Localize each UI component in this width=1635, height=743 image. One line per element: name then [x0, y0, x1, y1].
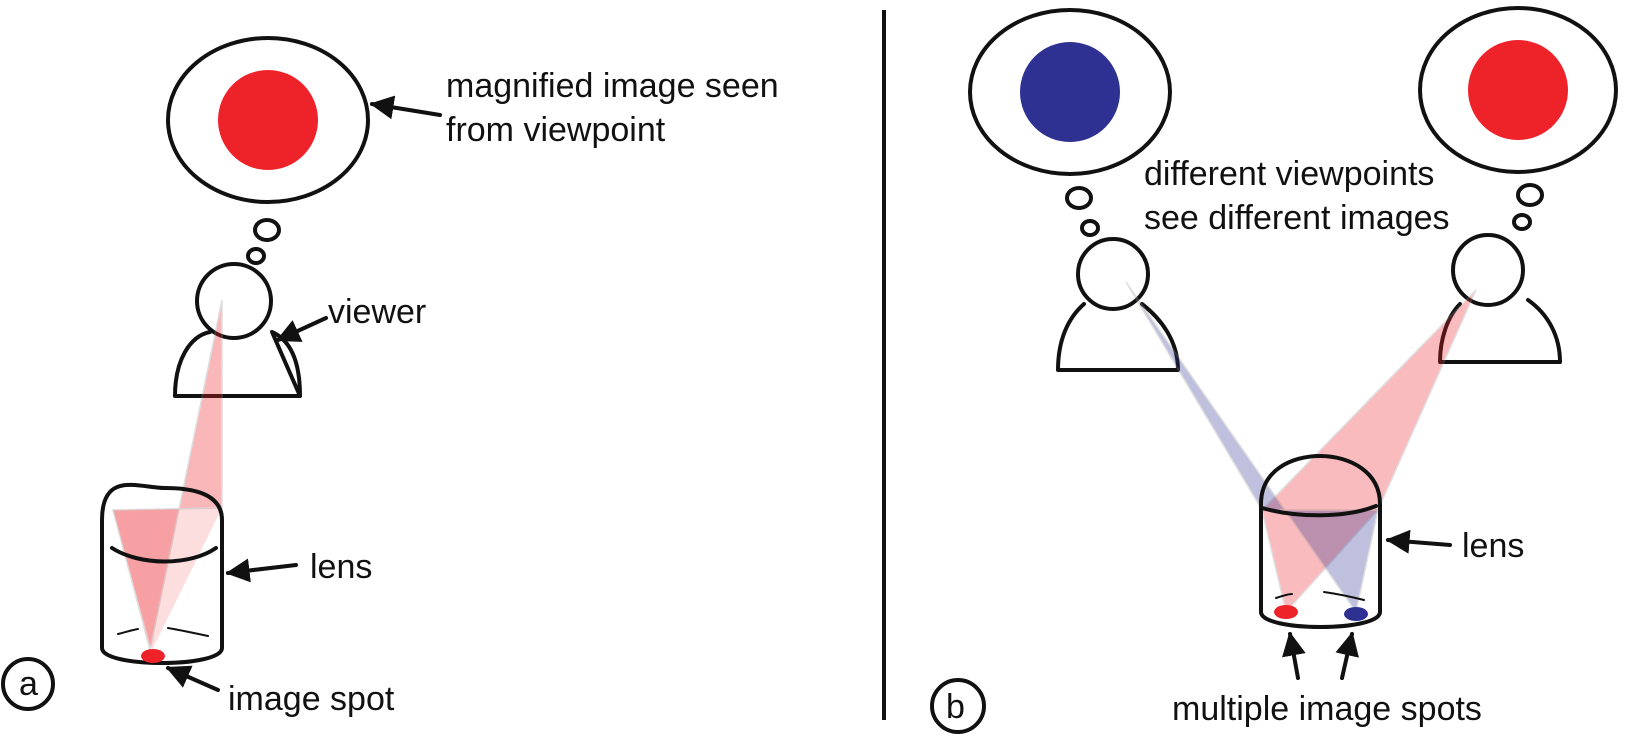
lens-arrow-a	[225, 558, 298, 583]
thought-bubble-left	[968, 8, 1172, 176]
lens-capsule	[100, 482, 224, 665]
caption-arrow-a	[369, 95, 442, 120]
lens-arrow-b	[1385, 529, 1452, 554]
lens-base-arc-right	[167, 627, 209, 637]
viewer-label: viewer	[328, 293, 426, 331]
lens-base-arc-left	[117, 628, 139, 635]
lens-label-a: lens	[310, 548, 372, 586]
red-light-beam-b	[1261, 289, 1477, 614]
spot-arrow-left	[1282, 631, 1306, 680]
red-light-beam	[112, 299, 223, 651]
lens-inner-curve	[110, 546, 218, 564]
caption-b-line-2: see different images	[1144, 199, 1450, 237]
lens-inner-curve-b	[1260, 504, 1378, 518]
thought-dot-right-large	[1516, 183, 1544, 207]
spot-arrow	[165, 665, 220, 692]
caption-line-2: from viewpoint	[446, 111, 666, 149]
caption-b-line-1: different viewpoints	[1144, 155, 1434, 193]
panel-a-label: a	[19, 665, 38, 703]
viewer-left-head	[1076, 237, 1150, 311]
thought-bubble	[166, 36, 370, 204]
viewer-head	[195, 262, 273, 340]
thought-dot-small	[246, 247, 266, 265]
viewer-left-body	[1056, 302, 1180, 372]
thought-dot-large	[253, 218, 281, 242]
panel-a: a magnified image seen from viewpoint vi…	[1, 36, 779, 718]
panel-b-label-circle	[930, 678, 986, 734]
multiple-image-spots-label: multiple image spots	[1172, 690, 1482, 728]
magnified-red-image-right	[1468, 40, 1568, 140]
viewer-body	[173, 330, 302, 398]
panel-b: b different viewpoints see different ima…	[930, 6, 1618, 734]
image-spot-red-b	[1274, 605, 1298, 619]
lens-base-arc-b-left	[1275, 593, 1293, 599]
thought-dot-right-small	[1512, 213, 1532, 231]
image-spot-label: image spot	[228, 680, 395, 718]
thought-dot-left-small	[1080, 219, 1100, 237]
magnified-red-image	[218, 70, 318, 170]
red-light-cone	[113, 508, 222, 650]
caption-line-1: magnified image seen	[446, 67, 779, 105]
viewer-arrow	[275, 316, 328, 342]
magnified-blue-image	[1020, 42, 1120, 142]
panel-b-label: b	[946, 688, 965, 726]
viewer-right-head	[1451, 233, 1525, 307]
panel-a-label-circle	[1, 657, 55, 711]
spot-arrow-right	[1335, 631, 1359, 680]
image-spot-blue-b	[1344, 607, 1368, 621]
image-spot-red	[141, 649, 165, 663]
viewer-right-body	[1438, 298, 1562, 364]
lens-base-arc-b-right	[1323, 591, 1365, 601]
lens-capsule-b	[1259, 454, 1382, 629]
thought-dot-left-large	[1065, 186, 1093, 210]
thought-bubble-right	[1418, 6, 1618, 174]
lens-label-b: lens	[1462, 527, 1524, 565]
